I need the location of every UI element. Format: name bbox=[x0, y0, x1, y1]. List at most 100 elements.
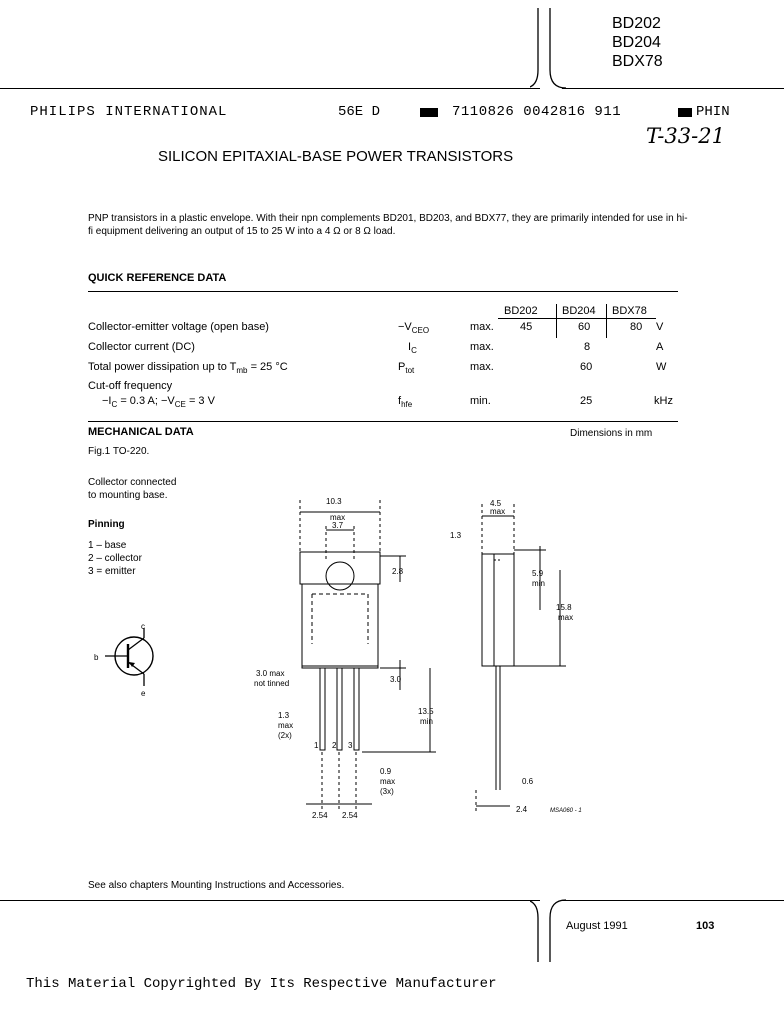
svg-text:MSA060 - 1: MSA060 - 1 bbox=[550, 808, 582, 814]
header-bracket bbox=[530, 8, 567, 89]
mounting-hole bbox=[325, 561, 355, 591]
svg-text:2.54: 2.54 bbox=[312, 811, 328, 820]
row-value: 45 bbox=[520, 321, 533, 333]
handwritten-code: T-33-21 bbox=[646, 124, 725, 148]
page-title: SILICON EPITAXIAL-BASE POWER TRANSISTORS bbox=[158, 148, 514, 165]
side-body bbox=[493, 553, 515, 667]
row-value: 80 bbox=[630, 321, 643, 333]
black-mark bbox=[678, 108, 692, 117]
footer-date: August 1991 bbox=[566, 920, 628, 932]
svg-text:2: 2 bbox=[332, 741, 337, 750]
header-rule-left bbox=[0, 88, 540, 89]
footer-rule-right bbox=[562, 900, 784, 901]
brand-code: PHIN bbox=[696, 104, 730, 120]
section-rule bbox=[88, 421, 678, 422]
svg-text:c: c bbox=[141, 622, 145, 631]
table-row: Collector current (DC) IC max. 8 A bbox=[88, 341, 688, 357]
body-outline bbox=[301, 583, 379, 669]
svg-text:max: max bbox=[558, 613, 573, 622]
black-mark bbox=[420, 108, 438, 117]
part-number: BDX78 bbox=[612, 53, 663, 70]
row-symbol: IC bbox=[408, 341, 417, 356]
section-heading: MECHANICAL DATA bbox=[88, 426, 194, 438]
svg-text:0.6: 0.6 bbox=[522, 777, 534, 786]
column-header: BD202 bbox=[504, 305, 538, 317]
column-divider bbox=[606, 304, 607, 338]
row-label-condition: −IC = 0.3 A; −VCE = 3 V bbox=[102, 395, 215, 410]
section-rule bbox=[88, 291, 678, 292]
pin-item: 1 – base bbox=[88, 540, 127, 551]
svg-text:max: max bbox=[330, 513, 345, 522]
row-unit: V bbox=[656, 321, 664, 333]
figure-caption: Fig.1 TO-220. bbox=[88, 446, 150, 457]
page-number: 103 bbox=[696, 920, 715, 932]
svg-text:max: max bbox=[490, 507, 505, 516]
svg-text:e: e bbox=[141, 689, 146, 698]
svg-text:0.9: 0.9 bbox=[380, 767, 392, 776]
column-divider bbox=[556, 304, 557, 338]
dimensions-note: Dimensions in mm bbox=[570, 428, 653, 439]
svg-text:max: max bbox=[380, 777, 395, 786]
row-unit: kHz bbox=[654, 395, 673, 407]
pin-list: 1 – base 2 – collector 3 = emitter bbox=[88, 539, 142, 578]
part-number: BD202 bbox=[612, 15, 661, 32]
row-unit: W bbox=[656, 361, 667, 373]
side-tab bbox=[481, 553, 495, 667]
row-label: Collector current (DC) bbox=[88, 341, 195, 353]
svg-text:13.5: 13.5 bbox=[418, 707, 434, 716]
svg-text:3: 3 bbox=[348, 741, 353, 750]
column-rule bbox=[498, 318, 656, 319]
svg-text:3.0: 3.0 bbox=[390, 675, 402, 684]
row-qualifier: min. bbox=[470, 395, 491, 407]
svg-text:2.54: 2.54 bbox=[342, 811, 358, 820]
pinning-heading: Pinning bbox=[88, 519, 125, 530]
svg-text:4.5: 4.5 bbox=[490, 499, 502, 508]
see-also-note: See also chapters Mounting Instructions … bbox=[88, 880, 345, 891]
svg-text:5.9: 5.9 bbox=[532, 569, 544, 578]
svg-text:min: min bbox=[532, 579, 545, 588]
row-unit: A bbox=[656, 341, 664, 353]
row-label: Collector-emitter voltage (open base) bbox=[88, 321, 269, 333]
company-name: PHILIPS INTERNATIONAL bbox=[30, 104, 228, 120]
row-symbol: fhfe bbox=[398, 395, 413, 410]
pnp-transistor-symbol: c b e bbox=[94, 622, 154, 698]
table-row: Total power dissipation up to Tmb = 25 °… bbox=[88, 361, 688, 377]
svg-text:1.3: 1.3 bbox=[450, 531, 462, 540]
svg-text:1: 1 bbox=[314, 741, 319, 750]
svg-text:2.8: 2.8 bbox=[392, 567, 404, 576]
mounting-tab bbox=[299, 551, 381, 585]
row-label: Cut-off frequency bbox=[88, 380, 173, 392]
row-value: 8 bbox=[584, 341, 591, 353]
collector-note: Collector connected to mounting base. bbox=[88, 477, 177, 501]
to220-outline-drawing: 10.3 max 3.7 2.8 3.0 max not tinned 3.0 … bbox=[254, 497, 582, 820]
footer-rule-left bbox=[0, 900, 540, 901]
pin-item: 3 = emitter bbox=[88, 566, 136, 577]
svg-text:10.3: 10.3 bbox=[326, 497, 342, 506]
row-qualifier: max. bbox=[470, 341, 494, 353]
intro-paragraph: PNP transistors in a plastic envelope. W… bbox=[88, 213, 688, 237]
svg-text:3.7: 3.7 bbox=[332, 521, 344, 530]
copyright-notice: This Material Copyrighted By Its Respect… bbox=[26, 976, 497, 992]
section-heading: QUICK REFERENCE DATA bbox=[88, 272, 227, 284]
header-rule-right bbox=[562, 88, 784, 89]
row-label: Total power dissipation up to Tmb = 25 °… bbox=[88, 361, 288, 376]
svg-text:1.3: 1.3 bbox=[278, 711, 290, 720]
row-qualifier: max. bbox=[470, 321, 494, 333]
header-code: 56E D bbox=[338, 104, 381, 120]
row-value: 60 bbox=[580, 361, 593, 373]
row-qualifier: max. bbox=[470, 361, 494, 373]
table-row: Collector-emitter voltage (open base) −V… bbox=[88, 321, 688, 337]
row-symbol: −VCEO bbox=[398, 321, 430, 336]
part-number-list: BD202 BD204 BDX78 bbox=[612, 14, 663, 71]
footer-bracket bbox=[530, 899, 567, 962]
row-value: 25 bbox=[580, 395, 593, 407]
column-header: BD204 bbox=[562, 305, 596, 317]
lot-code: 7110826 0042816 911 bbox=[452, 104, 622, 120]
svg-text:max: max bbox=[278, 721, 293, 730]
svg-text:min: min bbox=[420, 717, 433, 726]
row-value: 60 bbox=[578, 321, 591, 333]
row-symbol: Ptot bbox=[398, 361, 415, 376]
pin-item: 2 – collector bbox=[88, 553, 142, 564]
table-row: Cut-off frequency −IC = 0.3 A; −VCE = 3 … bbox=[88, 380, 688, 412]
column-header: BDX78 bbox=[612, 305, 647, 317]
